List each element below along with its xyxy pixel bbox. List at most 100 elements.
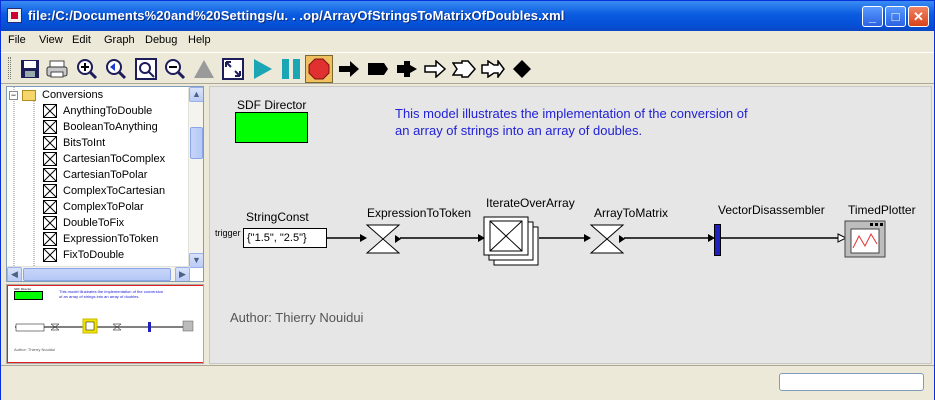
model-overview-panel[interactable]: SDF Director This model illustrates the …	[6, 284, 204, 364]
sdf-director[interactable]	[235, 112, 308, 143]
model-description[interactable]: This model illustrates the implementatio…	[395, 106, 748, 138]
zoom-in-icon[interactable]	[75, 57, 99, 81]
connection-layer	[327, 233, 848, 243]
split-arrow-icon[interactable]	[395, 57, 419, 81]
model-canvas[interactable]: SDF Director This model illustrates the …	[209, 86, 932, 364]
actor-icon	[43, 184, 57, 198]
vector-disassembler-actor[interactable]	[714, 224, 721, 256]
overview-director-box	[14, 291, 43, 300]
window-title: file:/C:/Documents%20and%20Settings/u. .…	[28, 8, 565, 23]
folder-icon	[22, 89, 36, 101]
close-button[interactable]: ✕	[908, 6, 929, 27]
outline-arrow-icon[interactable]	[423, 57, 447, 81]
tree-item-label: BooleanToAnything	[63, 121, 158, 133]
tree-item[interactable]: BooleanToAnything	[43, 119, 158, 135]
actor-icon	[43, 232, 57, 246]
menu-help[interactable]: Help	[188, 34, 211, 46]
overview-diagram	[15, 318, 194, 334]
actor-icon	[43, 200, 57, 214]
actor-icon	[43, 152, 57, 166]
tree-item[interactable]: ComplexToPolar	[43, 199, 144, 215]
string-const-label: StringConst	[246, 210, 309, 224]
scroll-right-icon[interactable]: ▶	[175, 267, 190, 281]
actor-icon	[43, 136, 57, 150]
toolbar	[1, 52, 934, 84]
scroll-up-icon[interactable]: ▲	[189, 87, 203, 102]
app-icon	[7, 8, 22, 23]
tree-item[interactable]: CartesianToPolar	[43, 167, 147, 183]
actor-icon	[43, 120, 57, 134]
tree-item-label: ComplexToCartesian	[63, 185, 166, 197]
scroll-thumb[interactable]	[190, 127, 203, 159]
tree-item[interactable]: BitsToInt	[43, 135, 105, 151]
array-to-matrix-actor[interactable]	[589, 224, 625, 254]
tree-item-label: CartesianToComplex	[63, 153, 166, 165]
trigger-port-label: trigger	[215, 228, 241, 238]
tree-item[interactable]: FixToDouble	[43, 247, 124, 263]
vector-disassembler-label: VectorDisassembler	[718, 203, 825, 217]
expression-to-token-actor[interactable]	[365, 224, 401, 254]
pause-icon[interactable]	[279, 57, 303, 81]
scroll-down-icon[interactable]: ▼	[189, 253, 203, 268]
array-to-matrix-label: ArrayToMatrix	[594, 206, 669, 220]
actor-icon	[43, 104, 57, 118]
scroll-left-icon[interactable]: ◀	[7, 267, 22, 281]
zoom-out-icon[interactable]	[163, 57, 187, 81]
diamond-icon[interactable]	[510, 57, 534, 81]
menu-bar: File View Edit Graph Debug Help	[1, 31, 934, 51]
overview-description: This model illustrates the implementatio…	[59, 289, 164, 299]
menu-view[interactable]: View	[39, 34, 63, 46]
overview-director-label: SDF Director	[14, 287, 32, 291]
status-bar	[1, 365, 934, 400]
minimize-button[interactable]: _	[862, 6, 883, 27]
iterate-over-array-actor[interactable]	[482, 215, 540, 267]
tree-item-label: AnythingToDouble	[63, 105, 153, 117]
menu-edit[interactable]: Edit	[72, 34, 91, 46]
expression-to-token-label: ExpressionToToken	[367, 206, 472, 220]
iterate-over-array-label: IterateOverArray	[486, 196, 575, 210]
print-icon[interactable]	[45, 57, 69, 81]
actor-icon	[43, 216, 57, 230]
bar-icon[interactable]	[366, 57, 390, 81]
menu-file[interactable]: File	[8, 34, 26, 46]
save-icon[interactable]	[18, 57, 42, 81]
tree-item[interactable]: DoubleToFix	[43, 215, 124, 231]
outline-split-arrow-icon[interactable]	[452, 57, 476, 81]
library-vertical-scrollbar[interactable]: ▲ ▼	[188, 87, 203, 268]
tree-item-label: FixToDouble	[63, 249, 125, 261]
toolbar-grip[interactable]	[8, 57, 11, 79]
tree-item[interactable]: ComplexToCartesian	[43, 183, 165, 199]
tree-folder-conversions[interactable]: − Conversions	[9, 87, 103, 103]
collapse-icon[interactable]: −	[9, 89, 18, 100]
title-bar[interactable]: file:/C:/Documents%20and%20Settings/u. .…	[1, 1, 934, 31]
run-icon[interactable]	[250, 57, 274, 81]
panel-splitter[interactable]	[205, 86, 209, 364]
stop-icon[interactable]	[305, 55, 333, 83]
tree-item[interactable]: CartesianToComplex	[43, 151, 165, 167]
tree-item[interactable]: ExpressionToToken	[43, 231, 158, 247]
tree-folder-label: Conversions	[42, 89, 104, 101]
overview-viewport[interactable]	[7, 285, 203, 363]
scroll-thumb[interactable]	[23, 268, 171, 281]
timed-plotter-label: TimedPlotter	[848, 203, 916, 217]
string-const-actor[interactable]: {"1.5", "2.5"}	[243, 228, 327, 248]
menu-graph[interactable]: Graph	[104, 34, 135, 46]
zoom-reset-icon[interactable]	[104, 57, 128, 81]
maximize-button[interactable]: □	[885, 6, 906, 27]
tree-lines	[13, 87, 35, 267]
overview-author: Author: Thierry Nouidui	[14, 347, 56, 352]
outline-double-arrow-icon[interactable]	[481, 57, 505, 81]
director-label: SDF Director	[237, 98, 307, 112]
timed-plotter-actor[interactable]	[844, 220, 886, 258]
tree-item[interactable]: AnythingToDouble	[43, 103, 152, 119]
author-annotation[interactable]: Author: Thierry Nouidui	[230, 310, 364, 325]
library-horizontal-scrollbar[interactable]: ◀ ▶	[7, 266, 190, 281]
menu-debug[interactable]: Debug	[145, 34, 178, 46]
zoom-fit-icon[interactable]	[134, 57, 158, 81]
arrow-icon[interactable]	[337, 57, 361, 81]
fullscreen-icon[interactable]	[221, 57, 245, 81]
up-icon[interactable]	[192, 57, 216, 81]
